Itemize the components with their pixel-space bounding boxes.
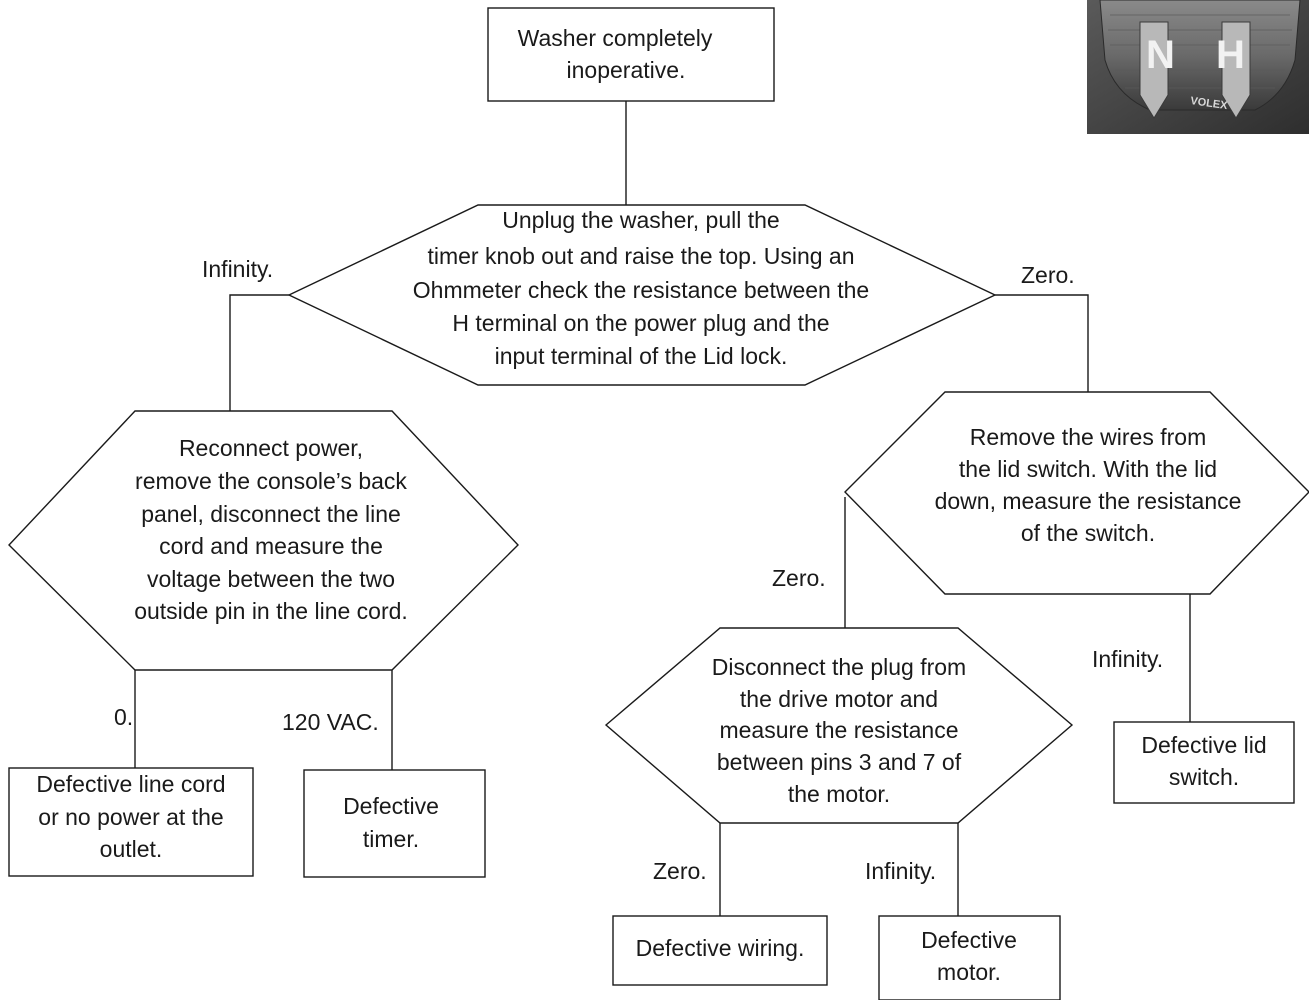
start-box-line-1: Washer completely: [518, 25, 713, 51]
edge-label-infinity-left: Infinity.: [202, 256, 273, 282]
edge-label-infinity-lid: Infinity.: [1092, 646, 1163, 672]
measure-voltage-line-1: Reconnect power,: [179, 435, 363, 461]
plug-letter-n: N: [1146, 33, 1175, 77]
edge-label-120-vac: 120 VAC.: [282, 709, 379, 735]
drive-motor-line-2: the drive motor and: [740, 686, 938, 712]
edge-label-zero-lid: Zero.: [772, 565, 826, 591]
defective-timer-line-2: timer.: [363, 826, 419, 852]
defective-timer-box: Defective timer.: [303, 769, 486, 878]
connector-zero-branch: [995, 294, 1089, 392]
check-h-terminal-line-2: timer knob out and raise the top. Using …: [427, 243, 854, 269]
check-h-terminal-line-5: input terminal of the Lid lock.: [495, 343, 788, 369]
plug-letter-h: H: [1216, 33, 1245, 77]
edge-label-zero-motor: Zero.: [653, 858, 707, 884]
drive-motor-line-4: between pins 3 and 7 of: [717, 749, 962, 775]
defective-lid-switch-box: Defective lid switch.: [1113, 721, 1295, 804]
defective-lid-switch-line-2: switch.: [1169, 764, 1239, 790]
defective-motor-line-2: motor.: [937, 959, 1001, 985]
check-h-terminal-line-3: Ohmmeter check the resistance between th…: [413, 277, 869, 303]
edge-label-infinity-motor: Infinity.: [865, 858, 936, 884]
measure-voltage-line-5: voltage between the two: [147, 566, 395, 592]
defective-line-cord-line-2: or no power at the: [38, 804, 223, 830]
measure-voltage-line-4: cord and measure the: [159, 533, 383, 559]
drive-motor-line-1: Disconnect the plug from: [712, 654, 966, 680]
defective-lid-switch-line-1: Defective lid: [1141, 732, 1266, 758]
measure-voltage-line-3: panel, disconnect the line: [141, 501, 401, 527]
start-box: Washer completely inoperative.: [487, 7, 775, 102]
defective-motor-box: Defective motor.: [878, 915, 1061, 1000]
start-box-line-2: inoperative.: [567, 57, 686, 83]
edge-label-zero-voltage: 0.: [114, 704, 133, 730]
connectors: [134, 101, 1191, 916]
lid-switch-line-2: the lid switch. With the lid: [959, 456, 1217, 482]
lid-switch-line-3: down, measure the resistance: [935, 488, 1242, 514]
lid-switch-line-4: of the switch.: [1021, 520, 1155, 546]
defective-wiring-box: Defective wiring.: [612, 915, 828, 986]
measure-voltage-line-2: remove the console’s back: [135, 468, 407, 494]
connector-infinity-branch: [229, 294, 289, 411]
edge-label-zero-right: Zero.: [1021, 262, 1075, 288]
drive-motor-hexagon: Disconnect the plug from the drive motor…: [604, 627, 1074, 824]
lid-switch-hexagon: Remove the wires from the lid switch. Wi…: [844, 391, 1309, 595]
measure-voltage-line-6: outside pin in the line cord.: [134, 598, 408, 624]
measure-voltage-hexagon: Reconnect power, remove the console’s ba…: [8, 410, 519, 671]
power-plug-photo: N H VOLEX: [1087, 0, 1309, 134]
plug-brand-volex: VOLEX: [1190, 95, 1229, 112]
check-h-terminal-hexagon: Unplug the washer, pull the timer knob o…: [287, 204, 997, 386]
check-h-terminal-line-1: Unplug the washer, pull the: [502, 207, 779, 233]
check-h-terminal-line-4: H terminal on the power plug and the: [452, 310, 829, 336]
drive-motor-line-5: the motor.: [788, 781, 890, 807]
lid-switch-line-1: Remove the wires from: [970, 424, 1206, 450]
defective-wiring-line-1: Defective wiring.: [636, 935, 805, 961]
defective-line-cord-box: Defective line cord or no power at the o…: [8, 767, 254, 877]
defective-line-cord-line-3: outlet.: [100, 836, 163, 862]
defective-line-cord-line-1: Defective line cord: [36, 771, 225, 797]
defective-motor-line-1: Defective: [921, 927, 1017, 953]
edge-labels: Infinity. Zero. 0. 120 VAC. Zero. Infini…: [114, 256, 1163, 884]
drive-motor-line-3: measure the resistance: [719, 717, 958, 743]
defective-timer-line-1: Defective: [343, 793, 439, 819]
